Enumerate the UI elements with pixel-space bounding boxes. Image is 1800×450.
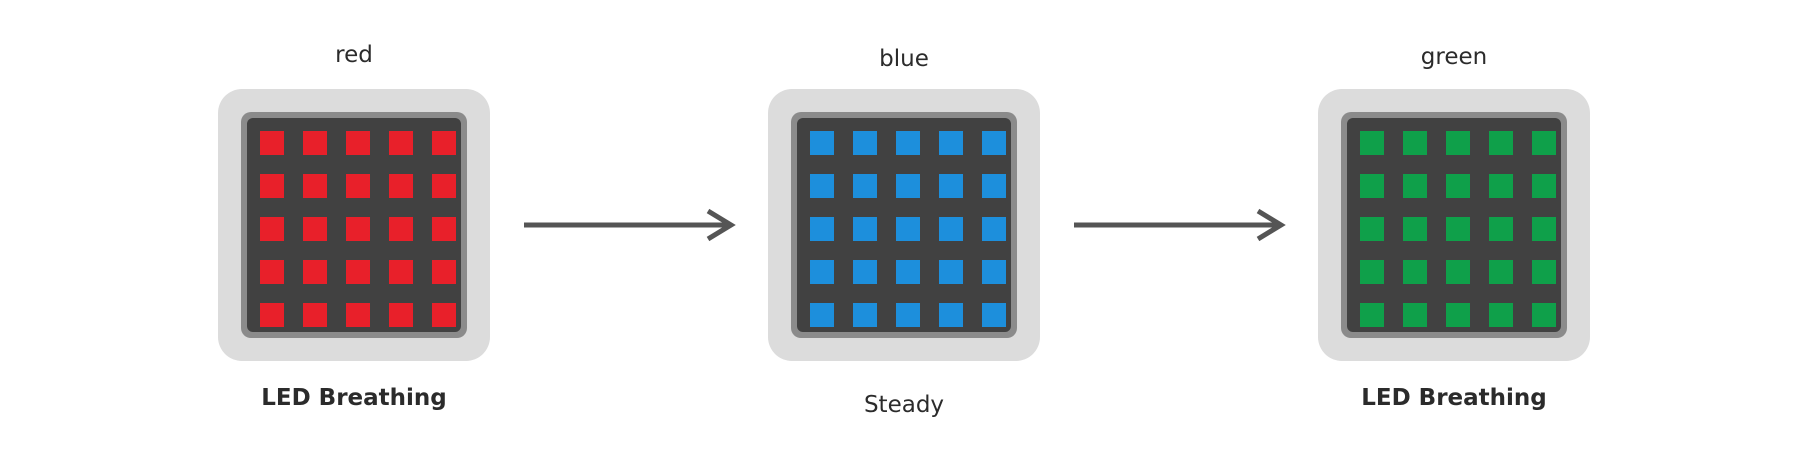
led-pixel [810,260,834,284]
led-pixel [303,174,327,198]
color-label-green: green [1420,44,1488,70]
led-pixel [810,174,834,198]
led-pixel [432,217,456,241]
led-pixel [896,303,920,327]
led-pixel [260,174,284,198]
led-pixel [389,217,413,241]
panel-red: red LED Breathing [218,0,490,450]
led-pixel [1532,131,1556,155]
led-pixel [1403,303,1427,327]
led-pixel [853,174,877,198]
led-pixel [1489,174,1513,198]
arrow-right-icon [524,208,736,242]
led-pixel [1446,260,1470,284]
led-pixel [1532,174,1556,198]
led-pixel [1403,131,1427,155]
led-pixel [896,131,920,155]
led-pixel [1360,174,1384,198]
led-pixel [346,260,370,284]
led-pixel [939,131,963,155]
led-pixel [432,131,456,155]
led-pixel [346,217,370,241]
led-pixel [260,303,284,327]
led-pixel [810,217,834,241]
led-pixel [1403,260,1427,284]
mode-label-breathing-1: LED Breathing [261,385,447,411]
led-pixel [982,260,1006,284]
led-pixel [1489,260,1513,284]
led-pixel [939,217,963,241]
led-pixel [1446,303,1470,327]
led-pixel [1532,303,1556,327]
led-pixel [1532,217,1556,241]
led-matrix-blue [797,118,1011,332]
device-bezel [791,112,1017,338]
led-pixel [810,303,834,327]
device-bezel [1341,112,1567,338]
led-pixel [853,303,877,327]
led-pixel [1446,174,1470,198]
led-pixel [1446,131,1470,155]
led-pixel [260,131,284,155]
led-pixel [260,260,284,284]
led-matrix-red [247,118,461,332]
led-pixel [1489,217,1513,241]
led-pixel [346,131,370,155]
color-label-blue: blue [879,46,929,72]
led-pixel [982,131,1006,155]
device-bezel [241,112,467,338]
led-pixel [303,217,327,241]
arrow-right-icon [1074,208,1286,242]
led-pixel [346,303,370,327]
led-pixel [346,174,370,198]
led-pixel [982,174,1006,198]
led-pixel [853,131,877,155]
led-pixel [896,217,920,241]
led-device-red [218,89,490,361]
led-pixel [1360,217,1384,241]
led-pixel [1360,131,1384,155]
led-pixel [939,174,963,198]
led-pixel [389,131,413,155]
color-label-red: red [335,42,373,68]
led-pixel [389,260,413,284]
panel-blue: blue Steady [768,0,1040,450]
mode-label-breathing-2: LED Breathing [1361,385,1547,411]
led-pixel [260,217,284,241]
led-pixel [810,131,834,155]
mode-label-steady: Steady [863,392,945,418]
led-pixel [1403,217,1427,241]
led-pixel [1403,174,1427,198]
led-pixel [389,303,413,327]
led-pixel [303,303,327,327]
led-matrix-green [1347,118,1561,332]
led-pixel [1360,260,1384,284]
led-pixel [1360,303,1384,327]
led-pixel [896,174,920,198]
led-pixel [853,260,877,284]
led-pixel [432,260,456,284]
led-pixel [853,217,877,241]
led-pixel [1532,260,1556,284]
led-pixel [982,217,1006,241]
led-pixel [896,260,920,284]
led-pixel [939,260,963,284]
led-device-blue [768,89,1040,361]
led-device-green [1318,89,1590,361]
led-pixel [303,131,327,155]
led-pixel [389,174,413,198]
led-pixel [1446,217,1470,241]
led-pixel [432,174,456,198]
led-pixel [1489,131,1513,155]
led-pixel [303,260,327,284]
led-pixel [939,303,963,327]
led-pixel [982,303,1006,327]
led-pixel [1489,303,1513,327]
panel-green: green LED Breathing [1318,0,1590,450]
led-pixel [432,303,456,327]
